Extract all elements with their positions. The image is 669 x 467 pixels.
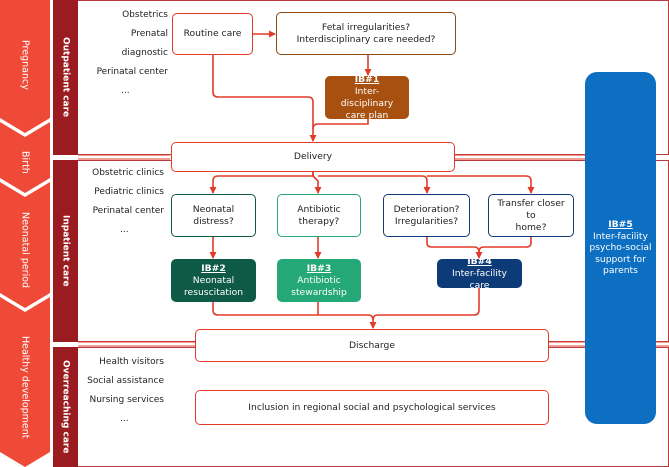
node-ib2: IB#2 Neonatal resuscitation [171,259,256,302]
arrow-routine-to-delivery [212,55,317,142]
phase-label-healthy: Healthy development [19,335,31,439]
chevron-neonatal [0,182,50,308]
chevron-birth [0,122,50,193]
node-ib5: IB#5 Inter-facility psycho-social suppor… [585,72,656,424]
node-fetal-irregularities: Fetal irregularities? Interdisciplinary … [276,12,456,55]
node-discharge: Discharge [195,329,549,362]
provider-item: ... [120,414,129,424]
section-bar-outpatient: Outpatient care [53,0,78,155]
arrow-ib4-to-discharge [372,288,480,321]
provider-list-overreaching: Health visitors Social assistance Nursin… [84,353,164,429]
chevron-pregnancy [0,0,50,133]
provider-item: Prenatal diagnostic [121,29,168,58]
provider-item: Social assistance [87,376,164,386]
section-bar-overreaching: Overreaching care [53,347,78,467]
node-ib4: IB#4 Inter-facility care [437,256,522,291]
line-birth-left [78,154,170,160]
arrow-ib1-to-delivery [312,119,369,130]
node-deterioration: Deterioration? Irregularities? [383,194,470,237]
phase-label-neonatal: Neonatal period [19,212,31,289]
phase-chevrons [0,0,50,467]
provider-list-inpatient: Obstetric clinics Pediatric clinics Peri… [84,164,164,240]
provider-item: Nursing services [89,395,164,405]
phase-label-pregnancy: Pregnancy [19,40,31,90]
arrow-delivery-to-distress [209,172,314,194]
phase-label-birth: Birth [19,150,31,174]
section-bar-inpatient: Inpatient care [53,160,78,342]
provider-item: Perinatal center [92,206,164,216]
node-routine-care: Routine care [172,13,253,55]
node-transfer-closer: Transfer closer to home? [488,194,574,237]
node-ib3: IB#3 Antibiotic stewardship [277,259,361,302]
provider-item: ... [120,225,129,235]
line-ib5-right [656,341,669,347]
node-ib1: IB#1 Inter-disciplinary care plan [325,74,409,121]
provider-list-outpatient: Obstetrics Prenatal diagnostic Perinatal… [82,6,168,101]
node-inclusion: Inclusion in regional social and psychol… [195,390,549,425]
line-ib5-discharge [549,341,585,347]
arrow-delivery-to-antibiotic [312,172,322,194]
provider-item: Obstetrics [122,10,168,20]
arrow-delivery-to-deterioration [318,175,431,194]
arrow-delivery-to-transfer [427,175,535,194]
node-delivery: Delivery [171,142,455,172]
provider-item: Health visitors [99,357,164,367]
provider-item: Pediatric clinics [94,187,164,197]
arrow-ib2-to-discharge [212,302,377,329]
node-neonatal-distress: Neonatal distress? [171,194,256,237]
provider-item: Obstetric clinics [92,168,164,178]
provider-item: Perinatal center [96,67,168,77]
chevron-healthy [0,297,50,467]
node-antibiotic-therapy: Antibiotic therapy? [277,194,361,237]
line-ib5-birth [455,154,585,160]
provider-item: ... [121,86,130,96]
line-discharge-left [78,341,195,347]
arrow-transfer-to-ib4 [478,237,532,253]
